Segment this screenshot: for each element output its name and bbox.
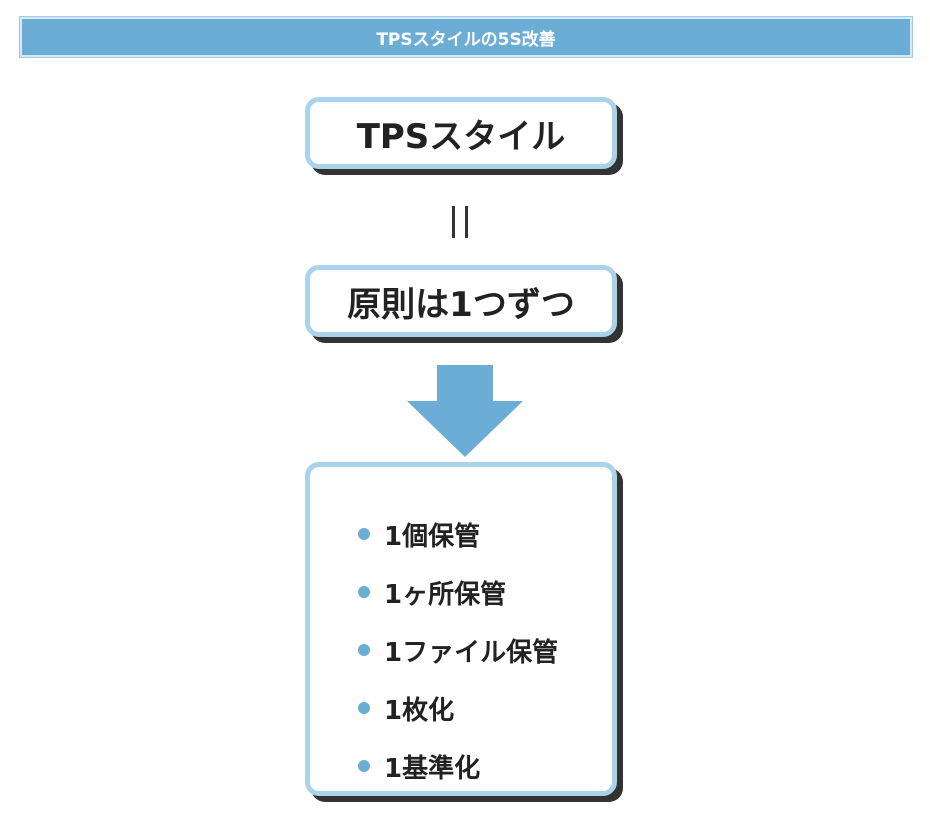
bullet-icon [358,586,370,598]
title-banner: TPSスタイルの5S改善 [20,17,912,57]
list-item-label: 1枚化 [384,695,455,726]
principle-label: 原則は1つずつ [347,284,575,325]
list-item: 1個保管 [358,505,612,563]
down-arrow-icon [407,365,523,457]
bullet-icon [358,528,370,540]
list-item-label: 1個保管 [384,521,481,552]
list-item: 1基準化 [358,737,612,795]
list-item: 1枚化 [358,679,612,737]
bullet-icon [358,702,370,714]
principle-box: 原則は1つずつ [305,265,617,337]
tps-style-box: TPSスタイル [305,97,617,169]
title-text: TPSスタイルの5S改善 [376,29,556,50]
equals-sign [452,206,470,238]
list-item-label: 1基準化 [384,753,481,784]
list-item-label: 1ファイル保管 [384,637,559,668]
practice-list-box: 1個保管 1ヶ所保管 1ファイル保管 1枚化 1基準化 [305,462,617,796]
bullet-icon [358,644,370,656]
tps-style-label: TPSスタイル [356,116,566,157]
list-item-label: 1ヶ所保管 [384,579,507,610]
list-item: 1ファイル保管 [358,621,612,679]
bullet-icon [358,760,370,772]
list-item: 1ヶ所保管 [358,563,612,621]
